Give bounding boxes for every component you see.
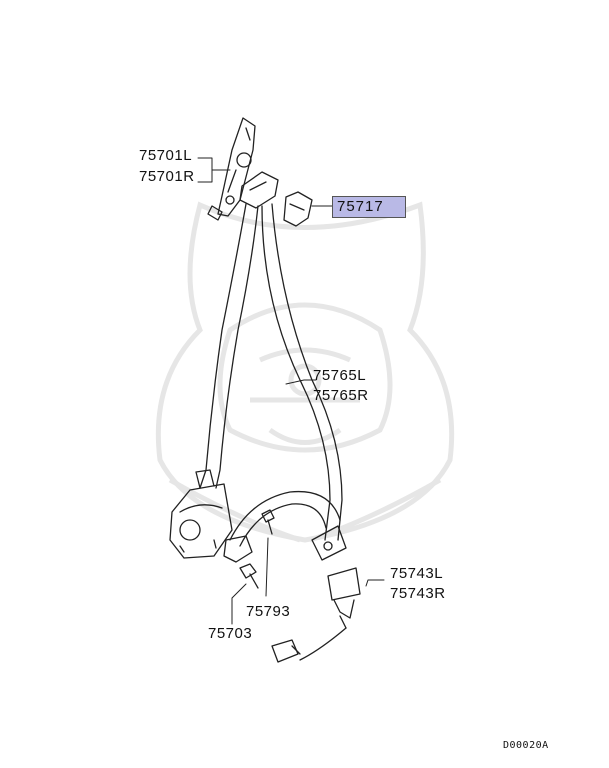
diagram-code: D00020A <box>503 740 549 751</box>
upper-anchor-bracket <box>207 117 256 221</box>
label-75743l: 75743L <box>390 565 444 582</box>
shoulder-guide <box>239 171 279 209</box>
leader-lines <box>197 157 385 625</box>
label-75701l: 75701L <box>139 147 193 164</box>
bolt-75703 <box>239 563 259 589</box>
watermark-emblem <box>155 201 455 543</box>
label-75717-highlighted[interactable]: 75717 <box>332 196 406 218</box>
retractor <box>169 469 253 563</box>
label-75701r: 75701R <box>139 168 195 185</box>
belt-webbing-left <box>199 203 247 489</box>
buckle <box>299 567 361 661</box>
cover-part <box>283 191 313 227</box>
belt-webbing-right <box>261 205 331 541</box>
label-75765l: 75765L <box>313 367 367 384</box>
floor-anchor-plate <box>311 525 347 561</box>
label-75703: 75703 <box>208 625 253 642</box>
label-75793: 75793 <box>246 603 291 620</box>
label-75765r: 75765R <box>313 387 369 404</box>
lap-belt <box>229 490 341 541</box>
bolt-75793 <box>261 509 275 535</box>
label-75743r: 75743R <box>390 585 446 602</box>
connector <box>271 639 301 663</box>
